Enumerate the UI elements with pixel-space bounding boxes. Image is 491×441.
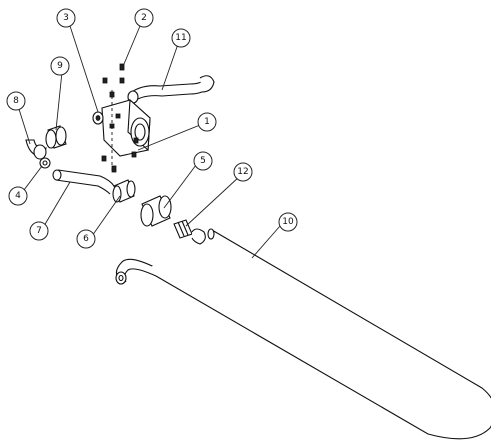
- callout-4-label: 4: [15, 191, 21, 201]
- callout-9: 9: [50, 56, 70, 76]
- callout-7-label: 7: [36, 226, 42, 236]
- callout-5-label: 5: [200, 156, 206, 166]
- pump-body-part: [92, 98, 151, 157]
- callout-3: 3: [56, 8, 76, 28]
- leader-lines: [17, 25, 281, 259]
- callout-7: 7: [29, 221, 49, 241]
- callout-8-label: 8: [13, 96, 19, 106]
- screws-part: [101, 63, 139, 173]
- callout-5: 5: [193, 151, 213, 171]
- callout-12-label: 12: [237, 167, 248, 177]
- callout-1-label: 1: [204, 117, 210, 127]
- middle-hose-part: [52, 169, 115, 195]
- callout-10: 10: [278, 212, 298, 232]
- callout-8: 8: [6, 91, 26, 111]
- long-tube-part: [115, 228, 491, 440]
- callout-2-label: 2: [141, 13, 147, 23]
- callout-10-label: 10: [282, 217, 294, 227]
- large-coupling-part: [140, 195, 172, 227]
- callout-11-label: 11: [175, 33, 186, 43]
- callout-6: 6: [76, 229, 96, 249]
- callout-2: 2: [134, 8, 154, 28]
- callout-4: 4: [8, 186, 28, 206]
- upper-hose-part: [127, 75, 215, 104]
- fitting-part-9: [45, 125, 67, 149]
- adapter-clamp-part: [173, 219, 206, 245]
- callout-11: 11: [171, 28, 191, 48]
- callout-1: 1: [197, 112, 217, 132]
- callout-6-label: 6: [83, 234, 89, 244]
- elbow-fitting-part: [25, 139, 51, 169]
- callout-9-label: 9: [57, 61, 63, 71]
- coupler-part: [112, 179, 136, 203]
- callout-3-label: 3: [63, 13, 69, 23]
- callout-12: 12: [233, 162, 253, 182]
